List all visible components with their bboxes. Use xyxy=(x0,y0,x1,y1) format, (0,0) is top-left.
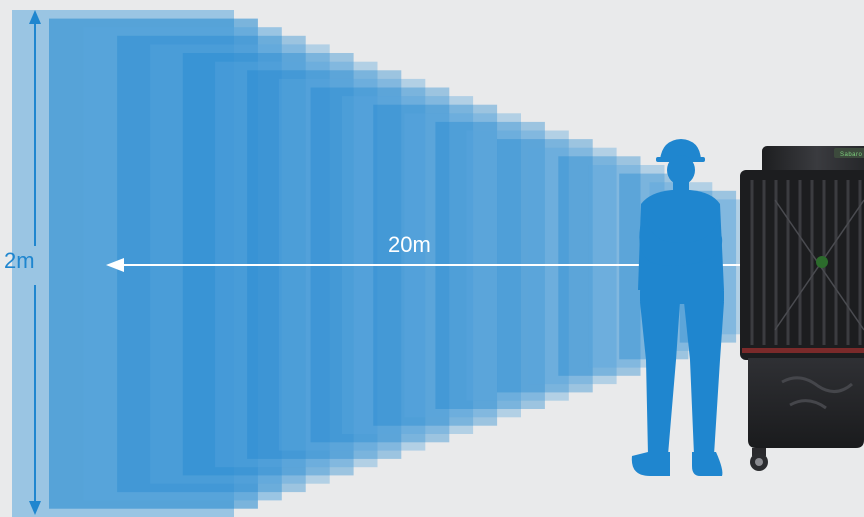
evaporative-cooler xyxy=(740,146,864,471)
height-label: 2m xyxy=(4,250,35,272)
distance-label: 20m xyxy=(388,234,431,256)
cooler-brand-text: Sabaro xyxy=(840,152,862,158)
